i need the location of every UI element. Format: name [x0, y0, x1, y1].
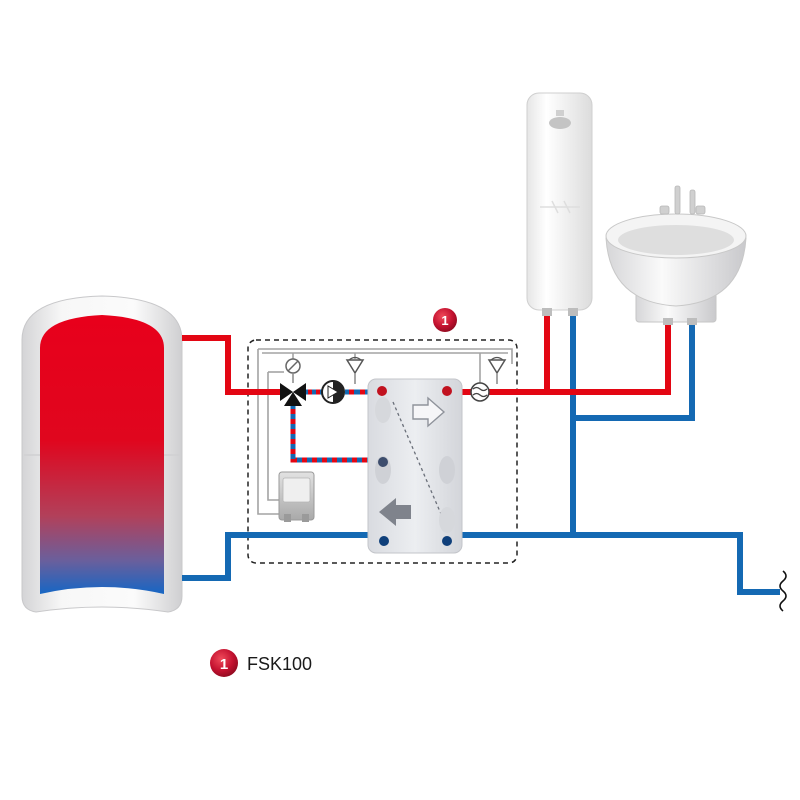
check-valve-icon: [487, 356, 507, 384]
faucet-icon: [659, 185, 706, 215]
exchanger-port-hot-in: [377, 386, 387, 396]
exchanger-port-cold-right: [442, 536, 452, 546]
exchanger-port-primary: [378, 457, 388, 467]
storage-tank-icon: [21, 295, 183, 613]
callout-badge-number: 1: [441, 313, 448, 328]
tank-water-stratification: [40, 315, 164, 594]
legend: 1 FSK100: [210, 649, 312, 677]
three-way-valve-icon: [280, 383, 306, 406]
flow-sensor-icon: [470, 382, 490, 402]
plate-heat-exchanger-icon: [367, 378, 463, 554]
exchanger-port-hot-out: [442, 386, 452, 396]
cold-return-main: [182, 532, 780, 595]
legend-badge-number: 1: [220, 656, 228, 673]
callout-badge: 1: [433, 308, 457, 332]
module-boundary: [247, 339, 518, 564]
cold-branch-sink: [573, 322, 695, 421]
legend-badge: 1: [210, 649, 238, 677]
exchanger-port-cold-left: [379, 536, 389, 546]
control-wiring: [257, 348, 513, 515]
cold-pipes: [182, 312, 780, 595]
controller-icon: [278, 471, 315, 522]
pump-icon: [321, 380, 345, 404]
shower-panel-icon: [526, 92, 593, 316]
washbasin-icon: [605, 185, 747, 325]
hot-supply-tank: [182, 335, 282, 395]
arrow-right-icon: [412, 396, 446, 428]
hot-pipes: [182, 312, 671, 395]
hot-outlet-main: [462, 322, 671, 395]
pipe-break-icon: [779, 570, 787, 612]
arrow-left-icon: [379, 498, 411, 526]
exchanger-diagonal: [392, 401, 448, 529]
shutoff-valve-icon: [285, 358, 301, 383]
legend-label: FSK100: [247, 654, 312, 674]
check-valve-icon: [345, 356, 365, 384]
